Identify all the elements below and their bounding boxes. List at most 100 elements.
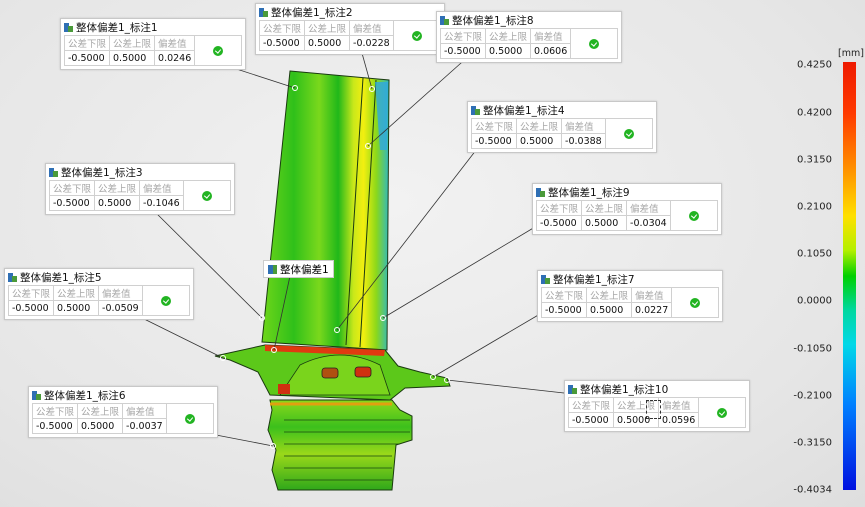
check-icon: [184, 413, 195, 424]
scale-label: -0.4034: [793, 484, 832, 496]
annotation-table: 公差下限 公差上限 偏差值 -0.5000 0.5000 -0.1046: [48, 180, 231, 211]
annotation-table: 公差下限 公差上限 偏差值 -0.5000 0.5000 -0.0388: [470, 118, 653, 149]
lower-header: 公差下限: [258, 20, 306, 36]
annotation-title: 整体偏差1_标注2: [259, 6, 441, 19]
scale-unit: [mm]: [838, 48, 864, 59]
scale-label: 0.1050: [797, 248, 832, 260]
annotation-title-text: 整体偏差1_标注4: [483, 105, 565, 117]
lower-header: 公差下限: [31, 403, 79, 419]
annotation-title: 整体偏差1_标注1: [64, 21, 242, 34]
check-icon: [717, 407, 728, 418]
deviation-value: -0.0037: [122, 418, 167, 434]
lower-header: 公差下限: [567, 397, 615, 413]
annotation-box[interactable]: 整体偏差1_标注10 公差下限 公差上限 偏差值 -0.5000 0.5000 …: [564, 380, 751, 432]
upper-header: 公差上限: [53, 285, 100, 301]
annotation-title-text: 整体偏差1_标注5: [20, 272, 102, 284]
lower-header: 公差下限: [470, 118, 518, 134]
annotation-title-text: 整体偏差1_标注7: [553, 274, 635, 286]
status-cell: [165, 403, 214, 434]
annotation-box[interactable]: 整体偏差1_标注4 公差下限 公差上限 偏差值 -0.5000 0.5000 -…: [467, 101, 657, 153]
color-scale-bar: [843, 62, 856, 490]
scale-label: 0.4200: [797, 107, 832, 119]
deviation-value: -0.0509: [98, 300, 143, 316]
annotation-box[interactable]: 整体偏差1_标注3 公差下限 公差上限 偏差值 -0.5000 0.5000 -…: [45, 163, 235, 215]
lower-header: 公差下限: [48, 180, 96, 196]
upper-value: 0.5000: [53, 300, 100, 316]
status-cell: [671, 287, 720, 318]
deviation-value: -0.1046: [139, 195, 184, 211]
check-icon: [623, 128, 634, 139]
annotation-box[interactable]: 整体偏差1_标注7 公差下限 公差上限 偏差值 -0.5000 0.5000 0…: [537, 270, 724, 322]
annotation-box[interactable]: 整体偏差1_标注8 公差下限 公差上限 偏差值 -0.5000 0.5000 0…: [436, 11, 623, 63]
annotation-table: 公差下限 公差上限 偏差值 -0.5000 0.5000 0.0227: [540, 287, 720, 318]
annotation-table: 公差下限 公差上限 偏差值 -0.5000 0.5000 -0.0228: [258, 20, 441, 51]
deviation-header: 偏差值: [139, 180, 184, 196]
upper-value: 0.5000: [304, 35, 351, 51]
check-icon: [213, 45, 224, 56]
annotation-box[interactable]: 整体偏差1_标注2 公差下限 公差上限 偏差值 -0.5000 0.5000 -…: [255, 3, 445, 55]
lower-header: 公差下限: [7, 285, 55, 301]
scale-label: -0.3150: [793, 437, 832, 449]
overall-deviation-label[interactable]: 整体偏差1: [263, 260, 334, 278]
deviation-header: 偏差值: [631, 287, 673, 303]
annotation-title-text: 整体偏差1_标注6: [44, 390, 126, 402]
upper-header: 公差上限: [77, 403, 124, 419]
annotation-title-text: 整体偏差1_标注8: [452, 15, 534, 27]
deviation-header: 偏差值: [122, 403, 167, 419]
annotation-icon: [541, 275, 550, 284]
deviation-value: -0.0388: [561, 133, 606, 149]
annotation-table: 公差下限 公差上限 偏差值 -0.5000 0.5000 -0.0037: [31, 403, 214, 434]
deviation-value: -0.0304: [626, 215, 671, 231]
upper-value: 0.5000: [109, 50, 156, 66]
scale-label: 0.4250: [797, 59, 832, 71]
annotation-icon: [471, 106, 480, 115]
status-cell: [392, 20, 441, 51]
deviation-header: 偏差值: [561, 118, 606, 134]
annotation-box[interactable]: 整体偏差1_标注9 公差下限 公差上限 偏差值 -0.5000 0.5000 -…: [532, 183, 722, 235]
annotation-table: 公差下限 公差上限 偏差值 -0.5000 0.5000 -0.0304: [535, 200, 718, 231]
lower-value: -0.5000: [470, 133, 518, 149]
deviation-header: 偏差值: [530, 28, 572, 44]
upper-header: 公差上限: [94, 180, 141, 196]
check-icon: [160, 295, 171, 306]
annotation-title: 整体偏差1_标注10: [568, 383, 746, 396]
check-icon: [589, 38, 600, 49]
deviation-header: 偏差值: [349, 20, 394, 36]
check-icon: [688, 210, 699, 221]
upper-header: 公差上限: [304, 20, 351, 36]
annotation-box[interactable]: 整体偏差1_标注1 公差下限 公差上限 偏差值 -0.5000 0.5000 0…: [60, 18, 247, 70]
annotation-icon: [32, 391, 41, 400]
annotation-title: 整体偏差1_标注9: [536, 186, 718, 199]
annotation-title-text: 整体偏差1_标注3: [61, 167, 143, 179]
deviation-header: 偏差值: [98, 285, 143, 301]
lower-value: -0.5000: [535, 215, 583, 231]
lower-value: -0.5000: [540, 302, 588, 318]
upper-header: 公差上限: [485, 28, 532, 44]
annotation-icon: [49, 168, 58, 177]
annotation-title: 整体偏差1_标注8: [440, 14, 618, 27]
measure-points: [220, 85, 450, 449]
status-cell: [141, 285, 190, 316]
check-icon: [411, 30, 422, 41]
deviation-value: 0.0596: [658, 412, 700, 428]
lower-value: -0.5000: [7, 300, 55, 316]
upper-value: 0.5000: [77, 418, 124, 434]
deviation-value: 0.0227: [631, 302, 673, 318]
annotation-icon: [64, 23, 73, 32]
annotation-box[interactable]: 整体偏差1_标注6 公差下限 公差上限 偏差值 -0.5000 0.5000 -…: [28, 386, 218, 438]
check-icon: [690, 297, 701, 308]
upper-value: 0.5000: [485, 43, 532, 59]
overall-label-text: 整体偏差1: [280, 263, 329, 276]
upper-value: 0.5000: [581, 215, 628, 231]
upper-header: 公差上限: [586, 287, 633, 303]
upper-value: 0.5000: [586, 302, 633, 318]
deviation-value: 0.0606: [530, 43, 572, 59]
status-cell: [194, 35, 243, 66]
status-cell: [570, 28, 619, 59]
annotation-title-text: 整体偏差1_标注9: [548, 187, 630, 199]
annotation-box[interactable]: 整体偏差1_标注5 公差下限 公差上限 偏差值 -0.5000 0.5000 -…: [4, 268, 194, 320]
annotation-table: 公差下限 公差上限 偏差值 -0.5000 0.5000 0.0596: [567, 397, 747, 428]
lower-header: 公差下限: [439, 28, 487, 44]
